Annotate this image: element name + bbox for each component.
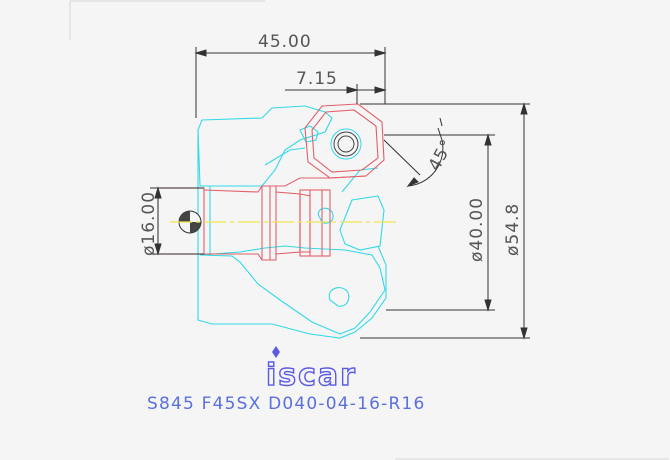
tool-body-outline [197,105,387,339]
insert-screw-hole [333,131,359,157]
dim-angle: 45° [425,136,458,175]
octagonal-insert [304,103,385,179]
logo-wordmark: iscar [266,358,357,393]
dimension-lines [150,47,530,340]
dim-offset: 7.15 [296,69,338,89]
iscar-logo: iscar [265,346,357,394]
insert-screw-hole-inner [330,128,362,160]
tool-designation: S845 F45SX D040-04-16-R16 [147,394,426,414]
dim-cut-diameter: ø40.00 [467,197,487,262]
dim-outer-diameter: ø54.8 [503,203,523,256]
dim-shank-diameter: ø16.00 [139,191,159,256]
dim-overall-length: 45.00 [258,32,312,52]
